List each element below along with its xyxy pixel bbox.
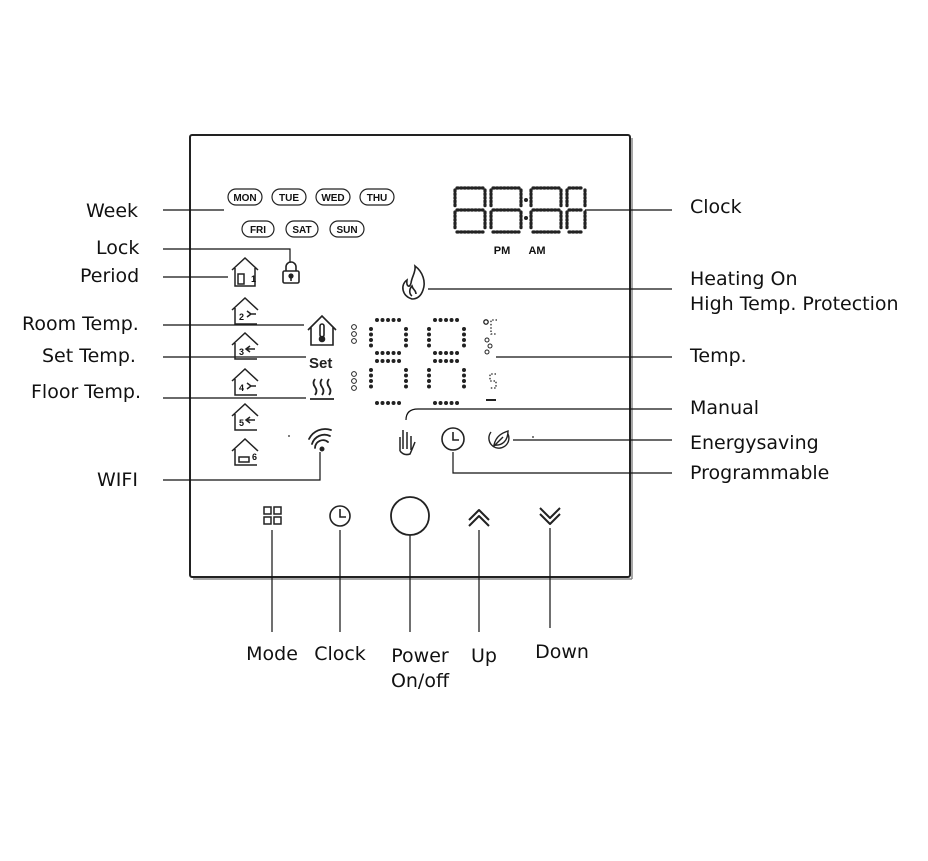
weekday-row-2: [241, 220, 365, 238]
day-label: WED: [321, 193, 344, 204]
flame-icon: [402, 264, 425, 300]
label-lock: Lock: [96, 237, 140, 259]
day-pill: [227, 188, 263, 206]
period-number: 2: [239, 312, 244, 322]
power-circle-icon[interactable]: [390, 496, 430, 536]
label-manual: Manual: [690, 397, 760, 419]
day-pill: [359, 188, 395, 206]
clock-digit: [489, 186, 523, 234]
hand-icon: [399, 430, 416, 456]
label-wifi: WIFI: [97, 469, 138, 491]
period-number: 6: [252, 452, 257, 462]
leader-wifi: [163, 452, 321, 481]
am-indicator: AM: [528, 245, 545, 257]
room-temp-digit: [369, 318, 408, 355]
period-number: 3: [239, 347, 244, 357]
period-numbers: 1 2 3 4 5 6: [239, 274, 257, 462]
day-label: TUE: [279, 193, 299, 204]
leaf-icon: [488, 430, 510, 449]
pm-indicator: PM: [494, 245, 511, 257]
label-heating-on: Heating On: [690, 268, 798, 290]
label-clock-bottom: Clock: [314, 643, 366, 665]
clock-colon-dot: [524, 216, 528, 220]
label-floor-temp: Floor Temp.: [31, 381, 141, 403]
day-pill: [329, 220, 365, 238]
day-label: SUN: [336, 225, 357, 236]
weekday-labels: MON TUE WED THU FRI SAT SUN: [233, 193, 387, 236]
leader-lines: [163, 209, 672, 632]
day-label: FRI: [250, 225, 266, 236]
label-set-temp: Set Temp.: [42, 345, 136, 367]
mode-grid-icon[interactable]: [263, 506, 282, 525]
label-energysaving: Energysaving: [690, 432, 819, 454]
clock-digit: [453, 186, 487, 234]
chevron-up-icon[interactable]: [468, 509, 490, 527]
day-pill: [285, 220, 319, 238]
temperature-display-inner: [351, 324, 493, 391]
label-mode: Mode: [246, 643, 298, 665]
period-number: 1: [251, 274, 256, 284]
set-indicator: Set: [309, 355, 332, 372]
leader-manual: [405, 408, 672, 421]
floor-heating-icon: [310, 378, 334, 400]
chevron-down-icon[interactable]: [539, 507, 561, 525]
day-pill: [271, 188, 307, 206]
clock-digit: [565, 186, 587, 234]
wifi-icon: [308, 428, 332, 452]
label-up: Up: [471, 645, 497, 667]
label-down: Down: [535, 641, 589, 663]
period-icon-2: [231, 296, 259, 325]
clock-icon: [441, 427, 465, 451]
label-week: Week: [86, 200, 139, 222]
day-label: THU: [367, 193, 388, 204]
clock-button-icon[interactable]: [329, 505, 351, 527]
period-icon-6: [231, 437, 259, 466]
clock-colon-dot: [524, 198, 528, 202]
label-on-off: On/off: [390, 670, 450, 692]
floor-temp-mark: [486, 373, 497, 401]
celsius-indicator: [483, 319, 497, 335]
label-programmable: Programmable: [690, 462, 830, 484]
day-label: SAT: [292, 225, 311, 236]
room-temp-digit: [427, 318, 466, 355]
set-temp-digit: [427, 359, 466, 405]
weekday-row-1: [227, 188, 395, 206]
clock-display: [453, 186, 587, 234]
temperature-display: [369, 318, 466, 405]
period-icon-3: [231, 331, 259, 360]
day-pill: [241, 220, 275, 238]
period-icon-1: [231, 256, 259, 287]
leader-lock: [163, 248, 291, 263]
house-thermometer-icon: [307, 314, 337, 346]
period-number: 4: [239, 383, 244, 393]
padlock-icon: [282, 261, 300, 284]
set-temp-digit: [369, 359, 408, 405]
period-icons: [231, 256, 259, 466]
day-label: MON: [233, 193, 256, 204]
label-high-temp-protection: High Temp. Protection: [690, 293, 899, 315]
period-icon-4: [231, 367, 259, 396]
clock-digit: [529, 186, 563, 234]
label-clock-right: Clock: [690, 196, 742, 218]
label-power: Power: [391, 645, 449, 667]
dot: [288, 435, 290, 437]
leader-programmable: [452, 452, 672, 474]
period-number: 5: [239, 418, 244, 428]
label-room-temp: Room Temp.: [22, 313, 139, 335]
day-pill: [315, 188, 351, 206]
label-period: Period: [80, 265, 140, 287]
dot: [532, 436, 534, 438]
period-icon-5: [231, 402, 259, 431]
label-temp: Temp.: [690, 345, 747, 367]
